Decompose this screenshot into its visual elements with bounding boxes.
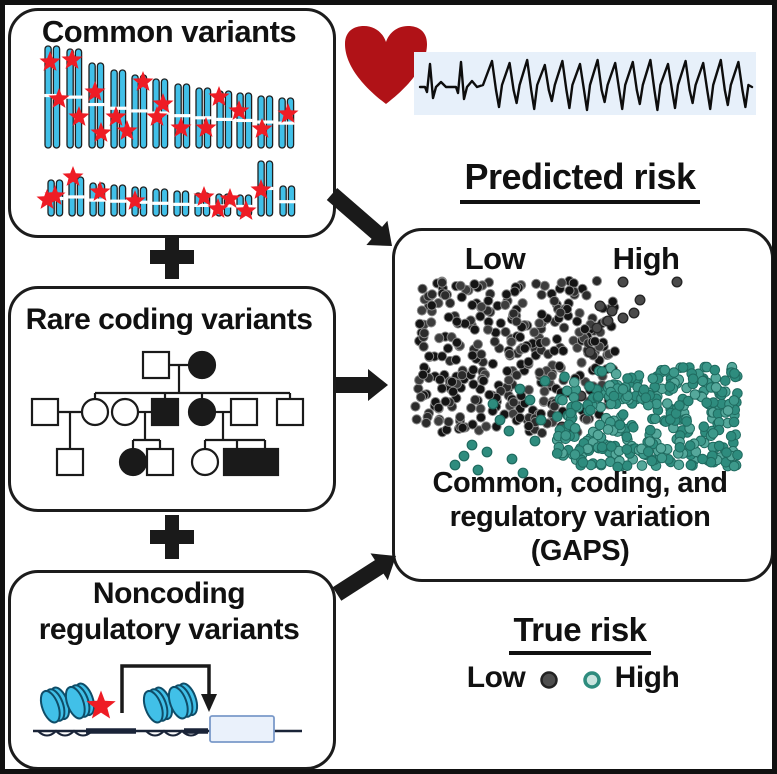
plus-icon [150,235,194,279]
arrow-icon [326,188,392,246]
noncoding-variants-box [8,570,336,770]
noncoding-gene-diagram [33,664,302,743]
rare-coding-variants-title: Rare coding variants [25,303,313,336]
gene-box [209,715,275,743]
gaps-caption-line1: Common, coding, and [432,467,729,499]
gaps-caption: Common, coding, and regulatory variation… [392,466,768,568]
nucleosome-icon [39,686,71,724]
regulatory-variant-star-icon [86,690,116,719]
rare-coding-variants-box [8,286,336,512]
predicted-risk-title: Predicted risk [392,156,768,204]
predicted-high-label: High [612,241,680,276]
nucleosome-icon [167,682,199,720]
legend-high-dot [583,671,601,689]
plus-icons [150,235,194,559]
common-variants-title: Common variants [41,14,297,49]
risk-scatter [410,275,743,479]
nucleosome-icon [64,682,96,720]
true-risk-title: True risk [430,611,730,655]
variant-star-icons [36,49,299,220]
legend-low-dot [540,671,558,689]
pedigree-diagram [30,350,305,477]
nucleosome-icon [142,686,174,724]
noncoding-title-line1: Noncoding [92,577,246,610]
flow-arrows [326,188,396,601]
heart-icon [345,26,427,104]
noncoding-variants-title: Noncoding regulatory variants [8,576,330,648]
predicted-low-label: Low [464,241,526,276]
gaps-caption-line3: (GAPS) [530,535,630,567]
true-risk-legend-dots [540,671,601,689]
true-risk-high-label: High [614,661,680,694]
arrow-icon [332,553,396,601]
true-risk-low-label: Low [466,661,526,694]
plus-icon [150,515,194,559]
transcription-arrowhead [201,694,217,712]
gaps-caption-line2: regulatory variation [449,501,711,533]
arrow-icon [336,369,388,401]
ecg-trace [414,52,756,115]
noncoding-title-line2: regulatory variants [38,613,300,646]
